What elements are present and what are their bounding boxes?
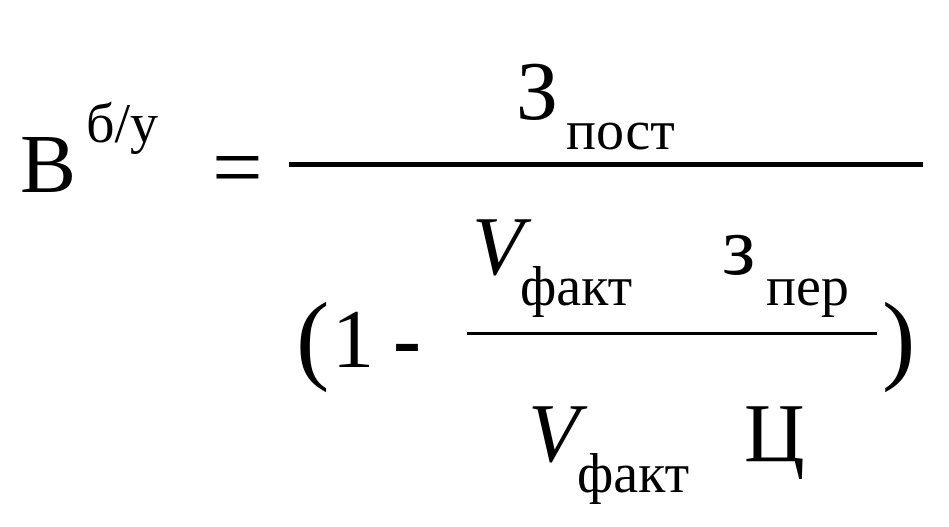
equals-sign: = — [212, 118, 263, 217]
lhs-base: В — [20, 118, 77, 211]
inner-numerator-v-symbol: V — [472, 200, 524, 293]
numerator-subscript: пост — [566, 100, 675, 162]
inner-numerator-v-subscript: факт — [520, 256, 633, 318]
inner-denominator-v-symbol: V — [528, 387, 580, 480]
main-fraction-bar — [289, 162, 923, 167]
inner-denominator-price-symbol: Ц — [744, 387, 805, 480]
denominator-open-paren: ( — [296, 282, 330, 393]
inner-numerator-z-subscript: пер — [766, 256, 849, 318]
denominator-minus: - — [393, 293, 421, 386]
numerator-symbol: З — [516, 45, 559, 138]
inner-denominator-v-subscript: факт — [577, 443, 690, 505]
lhs-superscript: б/у — [86, 93, 159, 155]
denominator-one: 1 — [332, 293, 374, 386]
denominator-close-paren: ) — [882, 282, 916, 393]
inner-fraction-bar — [467, 332, 877, 335]
inner-numerator-z-symbol: з — [722, 200, 756, 293]
